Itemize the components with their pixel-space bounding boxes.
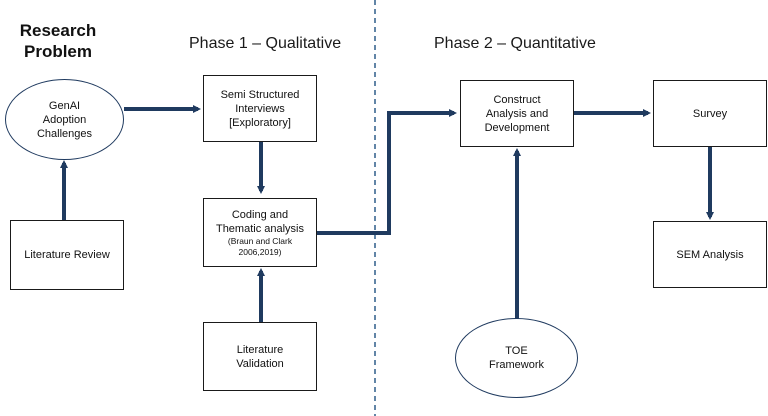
interviews-line-2: Interviews: [235, 102, 285, 115]
literature-review-node: Literature Review: [10, 220, 124, 290]
validation-line-1: Literature: [236, 343, 284, 356]
coding-thematic-analysis-node: Coding and Thematic analysis (Braun and …: [203, 198, 317, 267]
survey-label: Survey: [692, 107, 728, 120]
survey-node: Survey: [653, 80, 767, 147]
validation-line-2: Validation: [236, 357, 284, 370]
genai-line-2: Adoption: [42, 113, 87, 126]
sem-analysis-node: SEM Analysis: [653, 221, 767, 288]
genai-line-1: GenAI: [48, 99, 81, 112]
sem-analysis-label: SEM Analysis: [676, 248, 744, 261]
construct-analysis-node: Construct Analysis and Development: [460, 80, 574, 147]
construct-line-1: Construct: [493, 93, 541, 106]
coding-citation-line-1: (Braun and Clark: [227, 235, 293, 246]
construct-line-2: Analysis and: [485, 107, 549, 120]
genai-line-3: Challenges: [36, 127, 93, 140]
arrow-coding-to-construct: [317, 109, 457, 235]
coding-line-1: Coding and: [231, 208, 289, 221]
semi-structured-interviews-node: Semi Structured Interviews [Exploratory]: [203, 75, 317, 142]
heading-line-1: Research: [19, 21, 97, 40]
toe-framework-node: TOE Framework: [455, 318, 578, 398]
research-problem-heading: Research Problem: [8, 20, 108, 62]
genai-adoption-challenges-node: GenAI Adoption Challenges: [5, 79, 124, 160]
coding-citation-line-2: 2006,2019): [238, 246, 282, 257]
interviews-line-1: Semi Structured: [220, 88, 300, 101]
literature-review-label: Literature Review: [24, 249, 110, 261]
interviews-line-3: [Exploratory]: [229, 116, 291, 129]
heading-line-2: Problem: [23, 42, 93, 61]
phase-2-title: Phase 2 – Quantitative: [434, 35, 596, 52]
coding-line-2: Thematic analysis: [215, 222, 305, 235]
toe-line-2: Framework: [488, 359, 544, 371]
literature-validation-node: Literature Validation: [203, 322, 317, 391]
construct-line-3: Development: [484, 121, 550, 134]
phase-1-title: Phase 1 – Qualitative: [189, 35, 342, 52]
toe-line-1: TOE: [505, 345, 528, 357]
